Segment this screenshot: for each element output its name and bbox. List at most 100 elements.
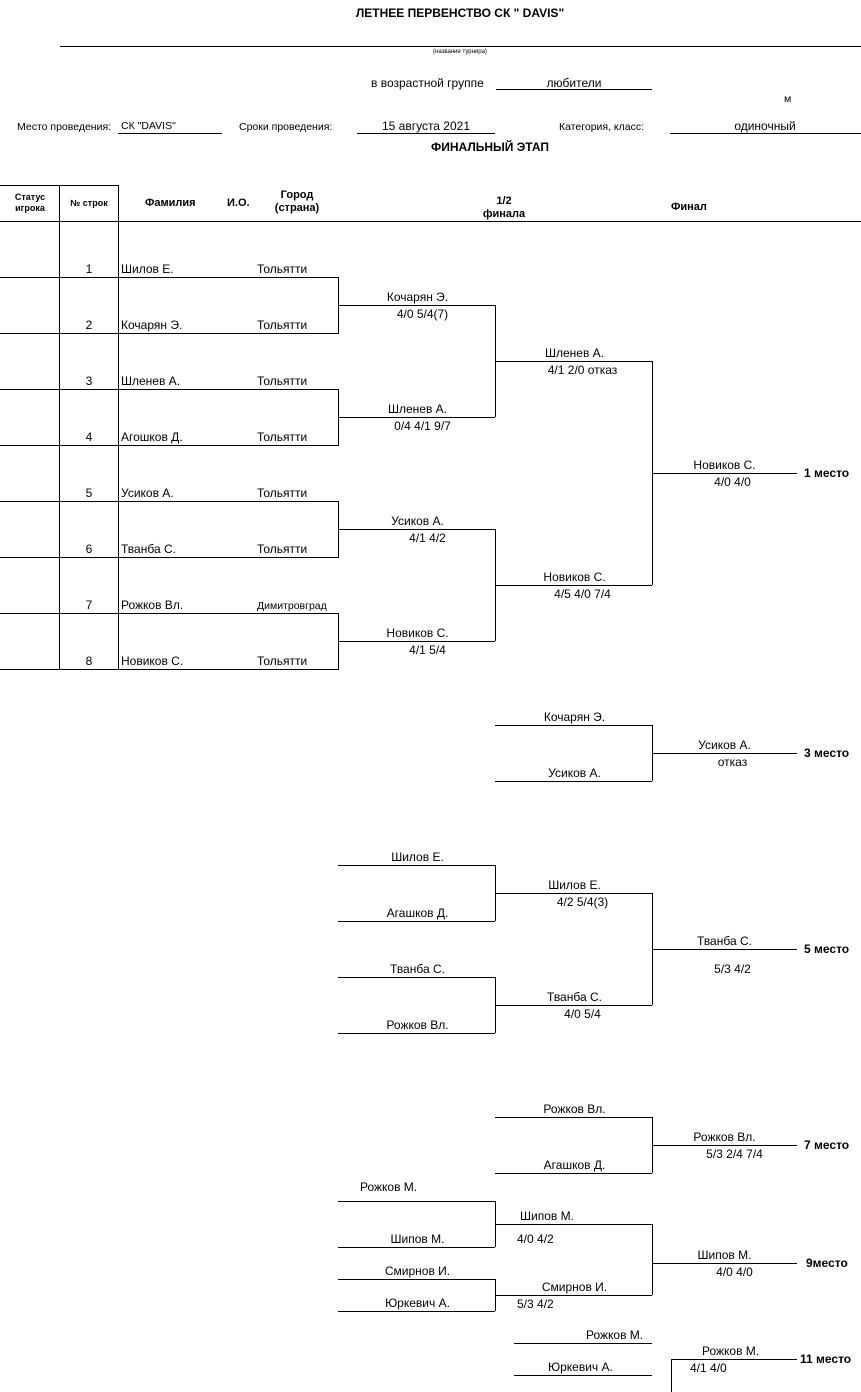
column-header-status: Статус игрока (14, 192, 46, 213)
bracket-line (338, 1311, 495, 1312)
age-group-label: в возрастной группе (371, 76, 484, 90)
row-divider (0, 277, 339, 278)
column-header-city: Город (страна) (274, 189, 320, 214)
player-name: Агошков Д. (121, 430, 183, 444)
place-label: 1 место (804, 466, 850, 480)
fifth-place-sf-winner: Тванба С. (547, 990, 602, 1004)
bracket-line (338, 417, 495, 418)
row-number: 4 (85, 430, 93, 444)
fifth-place-player: Тванба С. (390, 962, 445, 976)
venue-underline (118, 133, 222, 134)
bracket-line (338, 529, 495, 530)
player-city: Тольятти (257, 542, 308, 556)
player-city: Димитровград (257, 600, 327, 612)
tournament-title: ЛЕТНЕЕ ПЕРВЕНСТВО СК " DAVIS" (355, 6, 565, 20)
stage-title: ФИНАЛЬНЫЙ ЭТАП (430, 140, 549, 154)
ninth-place-sf-winner: Смирнов И. (541, 1280, 608, 1294)
fifth-place-score: 5/3 4/2 (714, 962, 751, 976)
column-header-final: Финал (671, 201, 707, 213)
row-number: 3 (85, 374, 93, 388)
fifth-place-sf-winner: Шилов Е. (548, 878, 601, 892)
fifth-place-winner: Тванба С. (697, 934, 752, 948)
ninth-place-player: Рожков М. (360, 1180, 418, 1194)
venue-value: СК "DAVIS" (121, 120, 176, 132)
bracket-line (495, 781, 652, 782)
third-place-player: Кочарян Э. (543, 710, 606, 724)
qf-winner: Новиков С. (386, 626, 449, 640)
third-place-winner: Усиков А. (698, 738, 751, 752)
header-bottom-border (0, 221, 861, 222)
place-label: 5 место (804, 942, 850, 956)
qf-winner: Шленев А. (387, 402, 448, 416)
bracket-line (495, 1005, 652, 1006)
player-name: Кочарян Э. (121, 318, 183, 332)
ninth-place-score: 4/0 4/0 (716, 1265, 753, 1279)
bracket-line (514, 1375, 652, 1376)
venue-label: Место проведения: (17, 121, 112, 133)
dates-label: Сроки проведения: (239, 121, 333, 133)
player-name: Усиков А. (121, 486, 174, 500)
seventh-place-player: Агашков Д. (543, 1158, 606, 1172)
row-number: 7 (85, 598, 93, 612)
bracket-connector (652, 1224, 653, 1295)
title-underline (60, 46, 861, 47)
ninth-place-player: Смирнов И. (384, 1264, 451, 1278)
player-name: Новиков С. (121, 654, 184, 668)
place-label: 9место (806, 1256, 848, 1270)
bracket-line (338, 305, 495, 306)
player-name: Шленев А. (121, 374, 181, 388)
eleventh-place-player: Юркевич А. (548, 1360, 613, 1374)
fifth-place-sf-score: 4/2 5/4(3) (556, 895, 609, 909)
age-group-value: любители (546, 76, 602, 90)
bracket-line (652, 753, 797, 754)
bracket-line (495, 1173, 652, 1174)
sf-score: 4/1 2/0 отказ (547, 363, 618, 377)
bracket-line (495, 1295, 652, 1296)
ninth-place-player: Юркевич А. (385, 1296, 450, 1310)
column-divider-row-no (118, 185, 119, 669)
place-label: 7 место (804, 1138, 850, 1152)
gender-letter: м (784, 93, 792, 105)
column-header-surname: Фамилия (145, 197, 196, 209)
bracket-line (514, 1343, 652, 1344)
qf-winner: Кочарян Э. (386, 290, 449, 304)
row-divider (0, 389, 339, 390)
row-divider (0, 613, 339, 614)
column-header-row-no: № строк (70, 198, 108, 208)
row-divider (0, 501, 339, 502)
qf-score: 4/0 5/4(7) (396, 307, 449, 321)
row-number: 8 (85, 654, 93, 668)
eleventh-place-player: Рожков М. (586, 1328, 644, 1342)
row-divider (0, 333, 339, 334)
bracket-connector (671, 1359, 672, 1392)
category-label: Категория, класс: (559, 121, 645, 133)
row-divider (0, 557, 339, 558)
row-number: 5 (85, 486, 93, 500)
qf-score: 4/1 5/4 (409, 643, 446, 657)
category-value: одиночный (734, 119, 796, 133)
player-city: Тольятти (257, 374, 308, 388)
player-city: Тольятти (257, 318, 308, 332)
bracket-line (495, 361, 652, 362)
third-place-player: Усиков А. (548, 766, 601, 780)
row-divider (0, 669, 339, 670)
bracket-line (338, 865, 495, 866)
player-name: Шилов Е. (121, 262, 174, 276)
bracket-line (495, 585, 652, 586)
player-city: Тольятти (257, 654, 308, 668)
column-header-initials: И.О. (227, 197, 250, 209)
bracket-line (495, 893, 652, 894)
bracket-line (338, 1033, 495, 1034)
ninth-place-player: Шипов М. (390, 1232, 445, 1246)
row-number: 2 (85, 318, 93, 332)
sf-score: 4/5 4/0 7/4 (554, 587, 611, 601)
bracket-line (495, 725, 652, 726)
player-city: Тольятти (257, 262, 308, 276)
ninth-place-winner: Шипов М. (697, 1248, 752, 1262)
dates-underline (357, 133, 495, 134)
column-divider-status (59, 185, 60, 669)
fifth-place-sf-score: 4/0 5/4 (564, 1007, 601, 1021)
player-name: Тванба С. (121, 542, 176, 556)
title-caption: (название турнира) (433, 49, 487, 55)
